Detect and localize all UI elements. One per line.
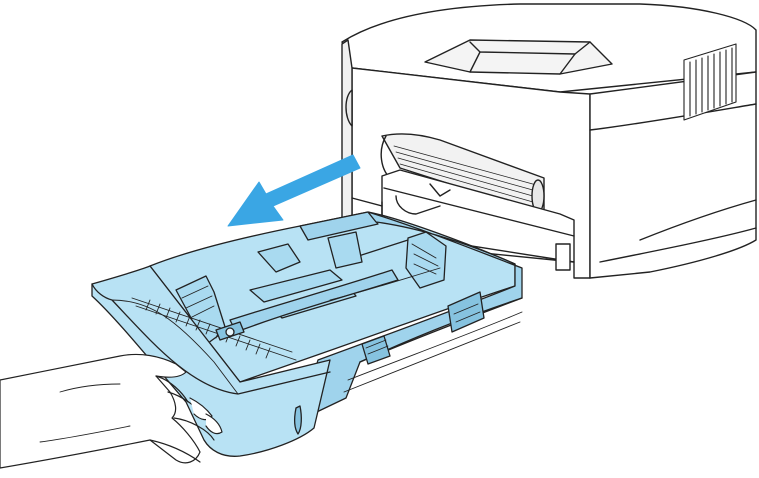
printer-side-grip: [345, 89, 353, 127]
pull-direction-arrow-icon: [227, 154, 361, 227]
printer-side-panel: [589, 71, 757, 279]
paper-tray-handle: [294, 405, 302, 435]
paper-tray-front-face: [91, 265, 331, 457]
paper-tray: [91, 211, 523, 457]
printer-vent-grille: [683, 43, 737, 121]
printer-output-support: [469, 41, 591, 55]
hand-holding-tray: [0, 353, 223, 469]
paper-guide-lever: [361, 335, 391, 365]
paper-tray-back-wall: [299, 211, 379, 241]
paper-width-guide-right: [257, 243, 301, 273]
